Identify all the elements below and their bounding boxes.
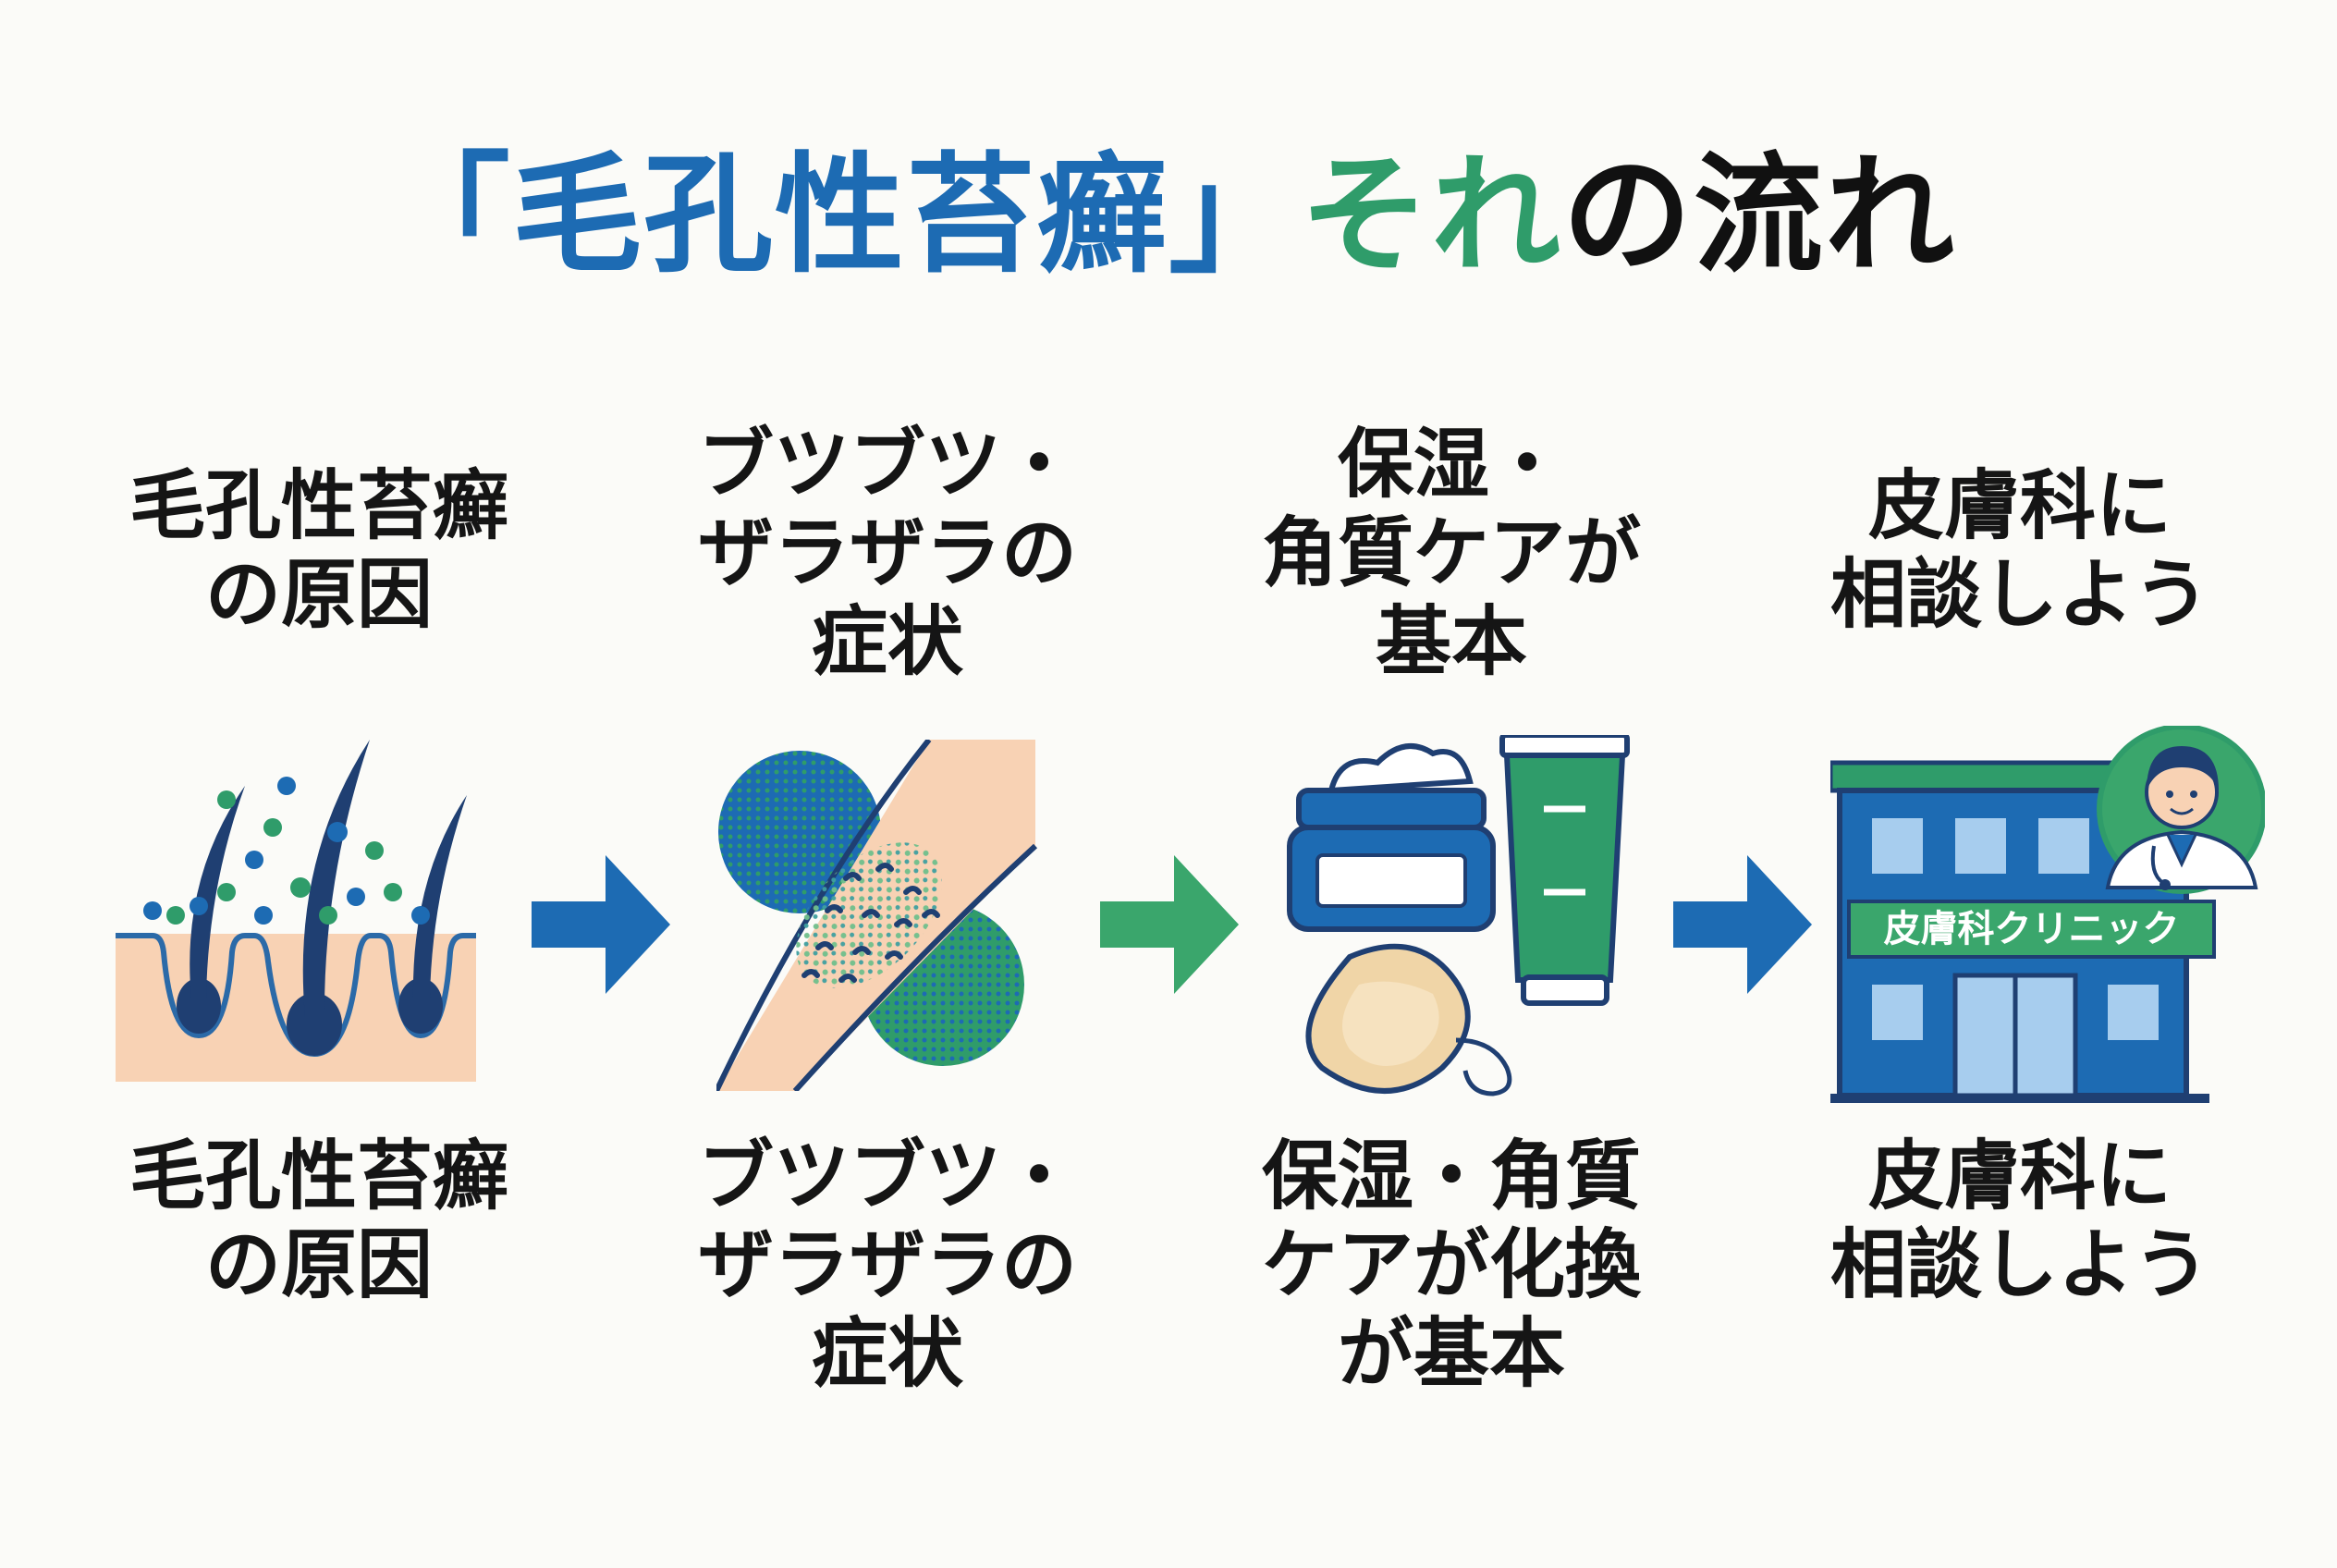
step-cause-top-label: 毛孔性苔癬 の原因: [128, 462, 508, 639]
arrow-right-icon: [532, 855, 670, 994]
skincare-products-illustration: [1287, 735, 1630, 1096]
hair-follicle-illustration: [116, 740, 476, 1082]
step-care-bottom-label: 保湿・角質 ケアが化換 が基本: [1261, 1133, 1641, 1398]
step-consult-top-label: 皮膚科に 相談しよう: [1829, 462, 2209, 639]
step-care-top-label: 保湿・ 角質ケアが 基本: [1261, 421, 1641, 686]
page-title: 「毛孔性苔癬」それの流れ: [0, 111, 2337, 298]
clinic-building-illustration: 皮膚科クリニック: [1830, 726, 2265, 1105]
title-part-sore: それ: [1299, 141, 1562, 291]
step-symptom-top-label: ブツブツ・ ザラザラの 症状: [697, 421, 1077, 686]
step-symptom-bottom-label: ブツブツ・ ザラザラの 症状: [697, 1133, 1077, 1398]
arrow-right-icon: [1100, 855, 1239, 994]
arrow-right-icon: [1673, 855, 1812, 994]
rough-skin-arm-illustration: [716, 740, 1038, 1091]
clinic-sign: 皮膚科クリニック: [1883, 908, 2180, 950]
step-cause-bottom-label: 毛孔性苔癬 の原因: [128, 1133, 508, 1309]
title-part-disease: 「毛孔性苔癬」: [380, 141, 1300, 291]
title-part-flow: の流れ: [1562, 141, 1957, 291]
step-consult-bottom-label: 皮膚科に 相談しよう: [1829, 1133, 2209, 1309]
